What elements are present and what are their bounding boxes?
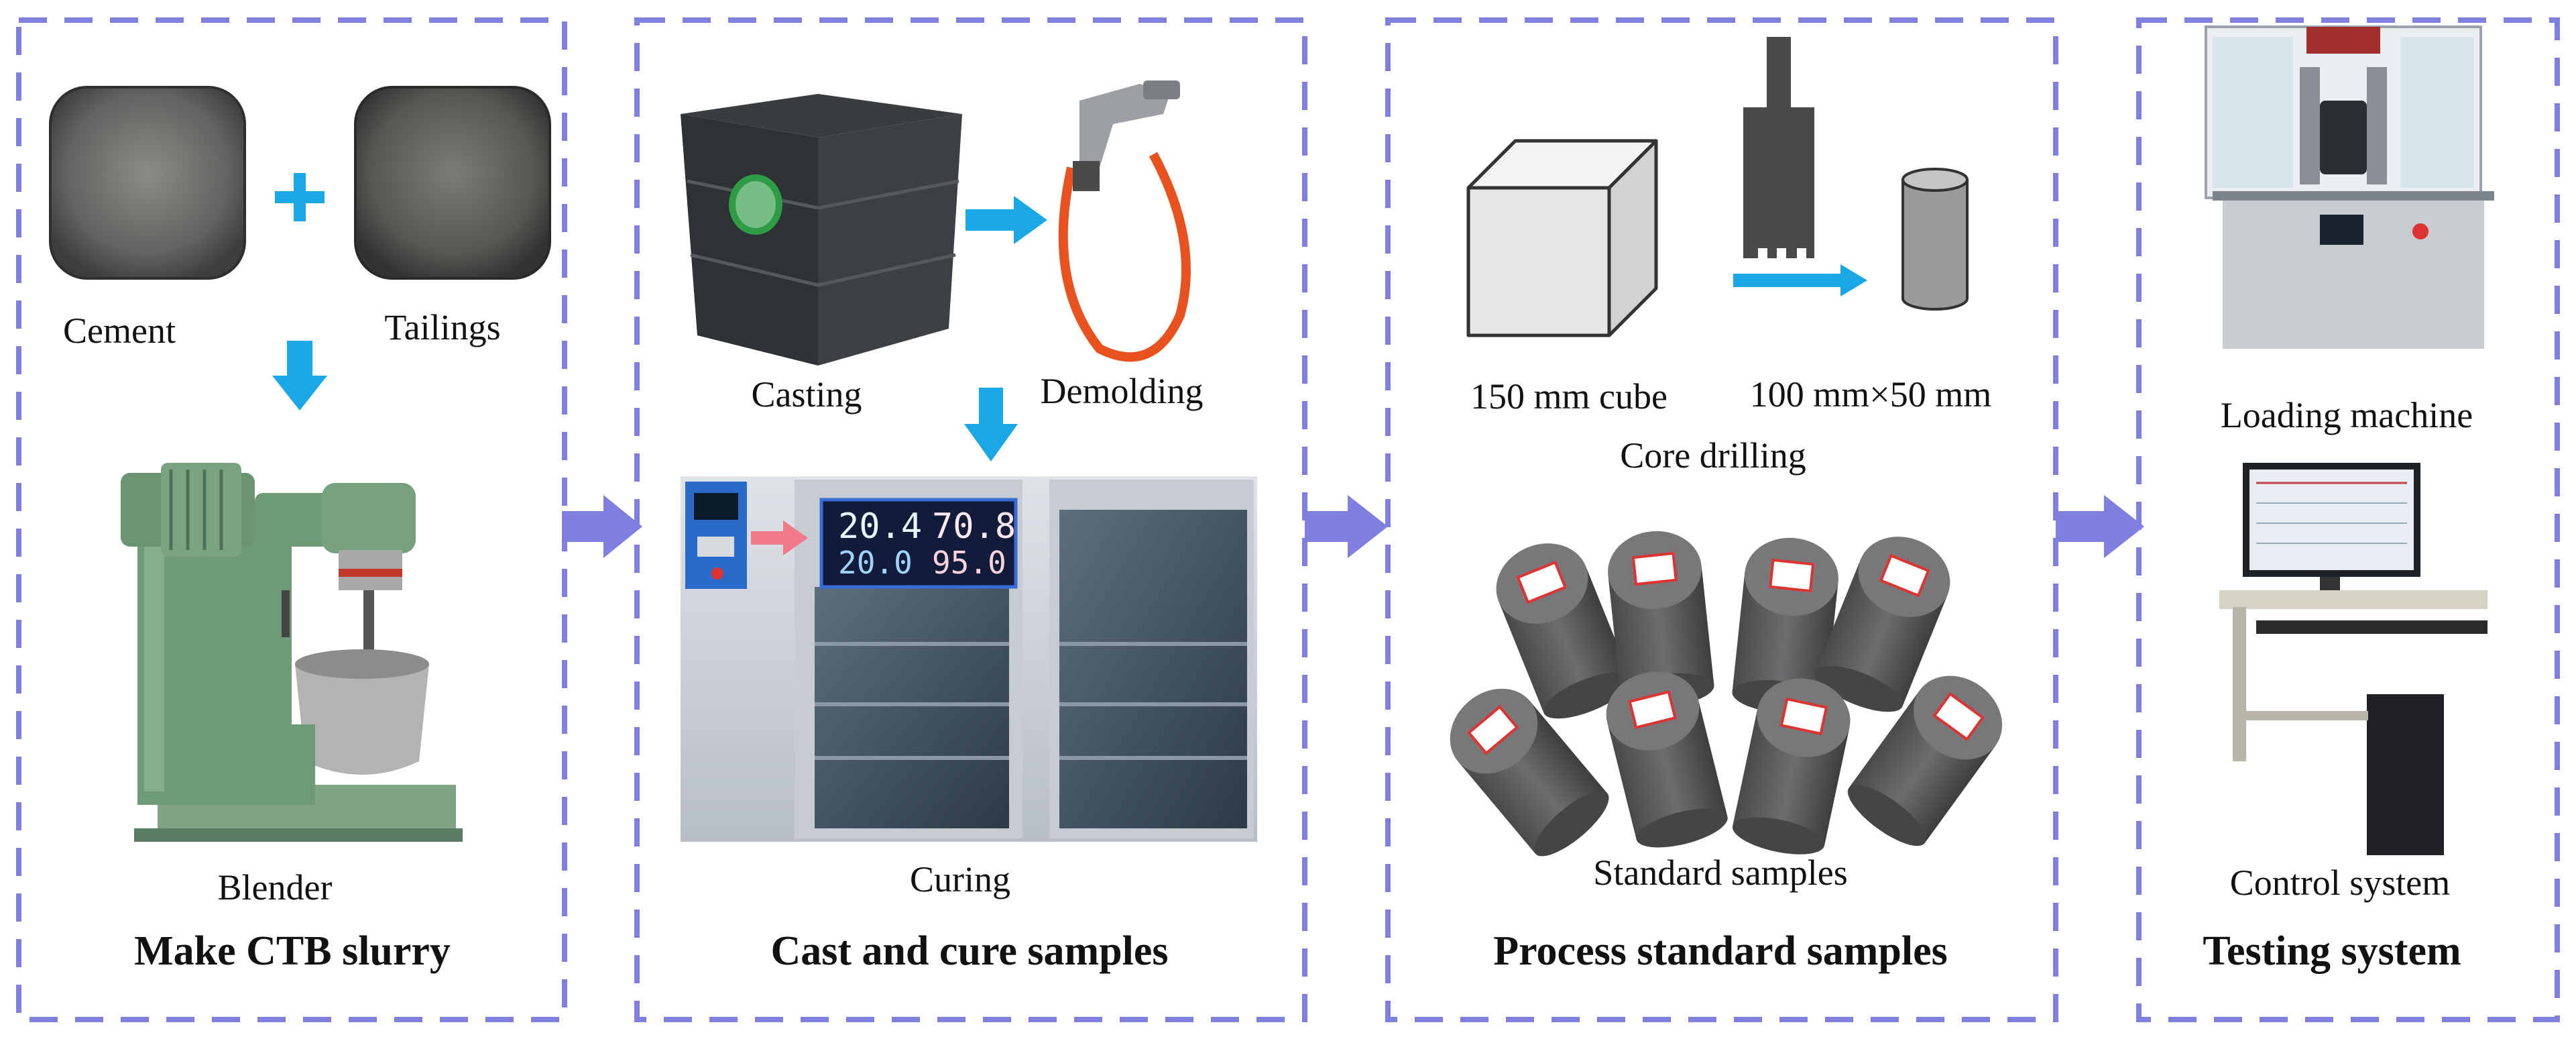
air-gun-image <box>1058 80 1191 362</box>
curing-cabinet-image <box>681 476 1257 842</box>
casting-mold-image <box>681 94 962 366</box>
arrow-right-icon <box>1733 264 1867 296</box>
panel-1-title: Make CTB slurry <box>134 928 451 974</box>
tailings-label: Tailings <box>384 307 501 347</box>
cylinder-icon <box>1901 168 1969 311</box>
casting-label: Casting <box>751 374 862 415</box>
sample-cylinder <box>1732 537 1838 714</box>
flow-arrow-icon <box>1305 495 1388 558</box>
flow-arrow-icon <box>2056 495 2144 558</box>
cement-image <box>49 86 246 280</box>
drill-bit-icon <box>1743 37 1814 258</box>
curing-label: Curing <box>909 859 1011 899</box>
curing-display-top-left: 20.4 <box>838 506 923 547</box>
sample-cylinder <box>1732 678 1851 855</box>
curing-display-bottom-right: 95.0 <box>932 545 1006 581</box>
blender-label: Blender <box>217 867 333 908</box>
blender-image <box>121 463 463 842</box>
panel-2-title: Cast and cure samples <box>770 928 1169 974</box>
curing-display-top-right: 70.8 <box>932 506 1016 547</box>
standard-samples-image <box>1450 531 2003 857</box>
sample-cylinder <box>1606 671 1728 848</box>
loading-machine-image <box>2205 25 2494 349</box>
cube-icon <box>1466 139 1658 337</box>
sample-cylinder <box>1450 688 1609 857</box>
standard-samples-label: Standard samples <box>1593 853 1848 893</box>
panel-4-border <box>2136 17 2560 1022</box>
arrow-down-icon <box>272 341 327 410</box>
cement-label: Cement <box>63 311 176 351</box>
control-system-image <box>2219 463 2487 855</box>
sample-cylinder <box>1847 675 2003 846</box>
flow-arrow-icon <box>562 495 642 558</box>
arrow-right-icon <box>965 196 1047 244</box>
control-system-label: Control system <box>2229 863 2451 903</box>
arrow-down-icon <box>964 388 1018 461</box>
curing-display-bottom-left: 20.0 <box>838 545 913 581</box>
tailings-image <box>354 86 551 280</box>
cube-label: 150 mm cube <box>1470 376 1667 417</box>
sample-cylinder <box>1496 543 1631 719</box>
sample-cylinder <box>1815 537 1950 712</box>
panel-3-title: Process standard samples <box>1493 928 1948 974</box>
core-drilling-label: Core drilling <box>1620 435 1806 476</box>
panel-4-title: Testing system <box>2203 928 2461 974</box>
cylinder-label: 100 mm×50 mm <box>1749 374 1992 415</box>
loading-machine-label: Loading machine <box>2220 395 2473 435</box>
arrow-right-icon <box>751 520 808 555</box>
demolding-label: Demolding <box>1040 371 1204 411</box>
plus-icon <box>275 173 325 221</box>
